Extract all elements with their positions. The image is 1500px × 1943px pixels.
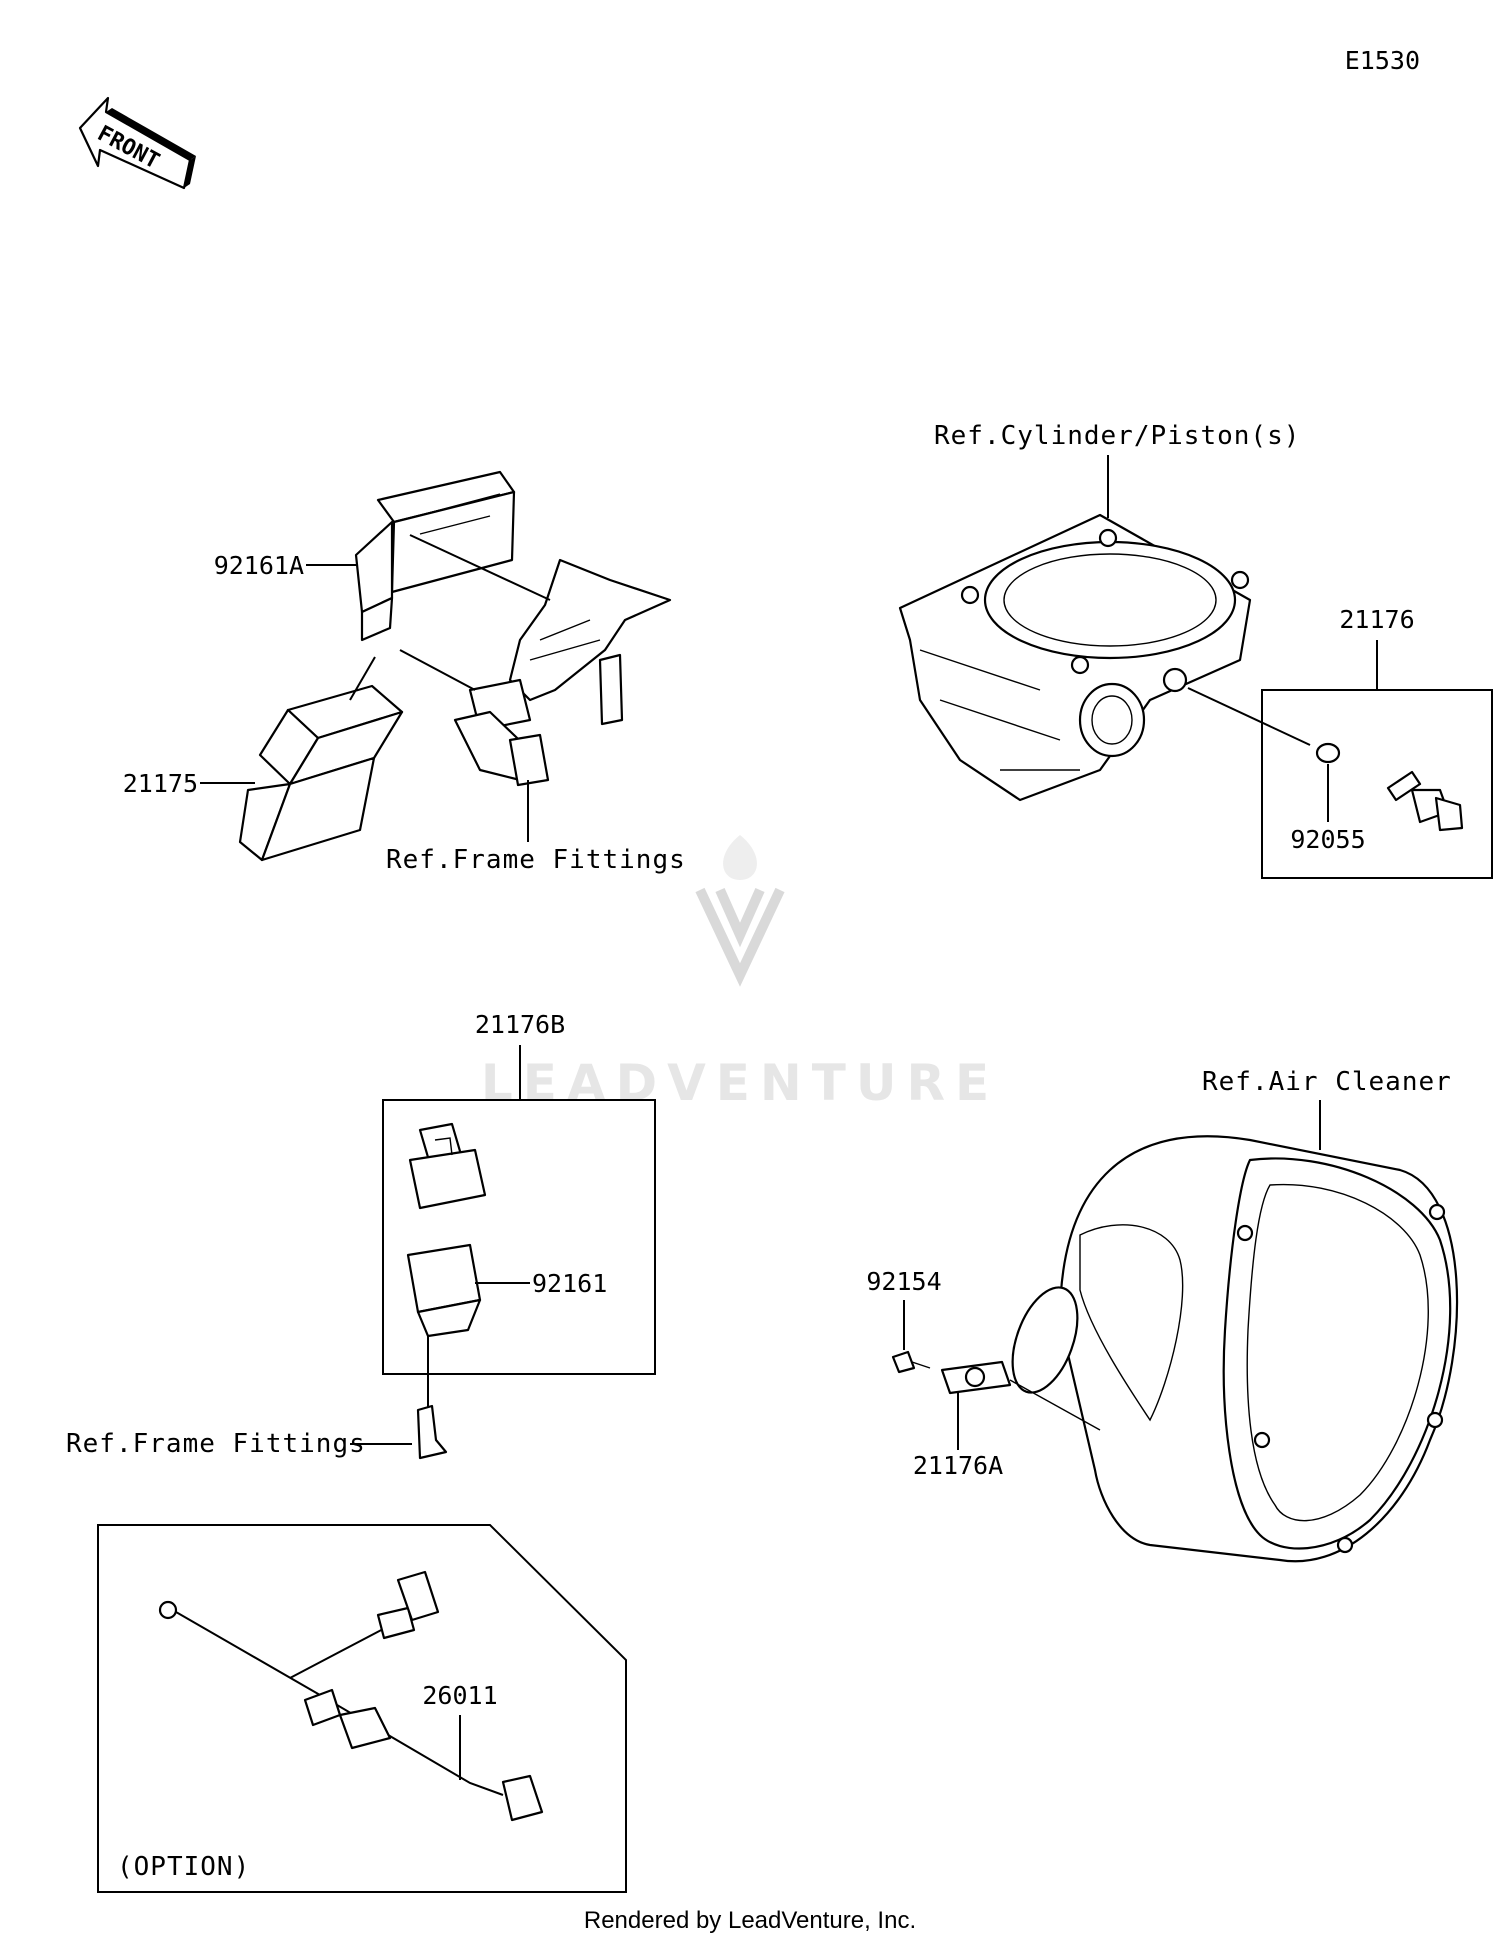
connector-21176b-box [382, 1099, 656, 1375]
option-label: (OPTION) [117, 1852, 250, 1882]
wire-harness-26011 [158, 1570, 544, 1822]
watermark-text: LEADVENTURE [481, 1054, 999, 1112]
footer-credit: Rendered by LeadVenture, Inc. [584, 1907, 916, 1934]
air-cleaner-housing [1011, 1135, 1459, 1563]
ecu-cover-92161a [354, 470, 516, 642]
part-21176b-label[interactable]: 21176B [475, 1010, 565, 1039]
part-26011-label[interactable]: 26011 [422, 1681, 497, 1710]
sensor-21176a [940, 1360, 1101, 1431]
leader-line [1187, 687, 1311, 746]
leader-line [399, 649, 476, 691]
temp-sensor-21176 [1386, 770, 1464, 832]
cylinder-block [898, 513, 1252, 802]
ref-cylinder-piston[interactable]: Ref.Cylinder/Piston(s) [934, 421, 1300, 451]
part-92055-label[interactable]: 92055 [1290, 825, 1365, 854]
option-box [97, 1524, 627, 1893]
part-92154-label[interactable]: 92154 [866, 1267, 941, 1296]
ecu-bracket [453, 558, 672, 787]
part-92161a-label[interactable]: 92161A [214, 551, 304, 580]
ref-air-cleaner[interactable]: Ref.Air Cleaner [1202, 1067, 1452, 1097]
bolt-92154 [891, 1350, 931, 1374]
ecu-21175 [238, 684, 404, 862]
ref-frame-fittings-top[interactable]: Ref.Frame Fittings [386, 845, 686, 875]
part-21176-label[interactable]: 21176 [1339, 605, 1414, 634]
diagram-code: E1530 [1345, 46, 1420, 75]
leader-line [349, 656, 376, 701]
watermark-logo: LEADVENTURE [481, 835, 999, 1112]
part-21175-label[interactable]: 21175 [123, 769, 198, 798]
front-arrow-icon: FRONT [78, 96, 196, 190]
cover-92161 [406, 1243, 482, 1338]
part-92161-label[interactable]: 92161 [532, 1269, 607, 1298]
leader-line [409, 534, 551, 601]
o-ring-92055 [1315, 742, 1341, 764]
ref-frame-fittings-mid[interactable]: Ref.Frame Fittings [66, 1429, 366, 1459]
connector-21176b [408, 1122, 487, 1210]
frame-fitting-clip [416, 1404, 448, 1460]
part-21176a-label[interactable]: 21176A [913, 1451, 1003, 1480]
